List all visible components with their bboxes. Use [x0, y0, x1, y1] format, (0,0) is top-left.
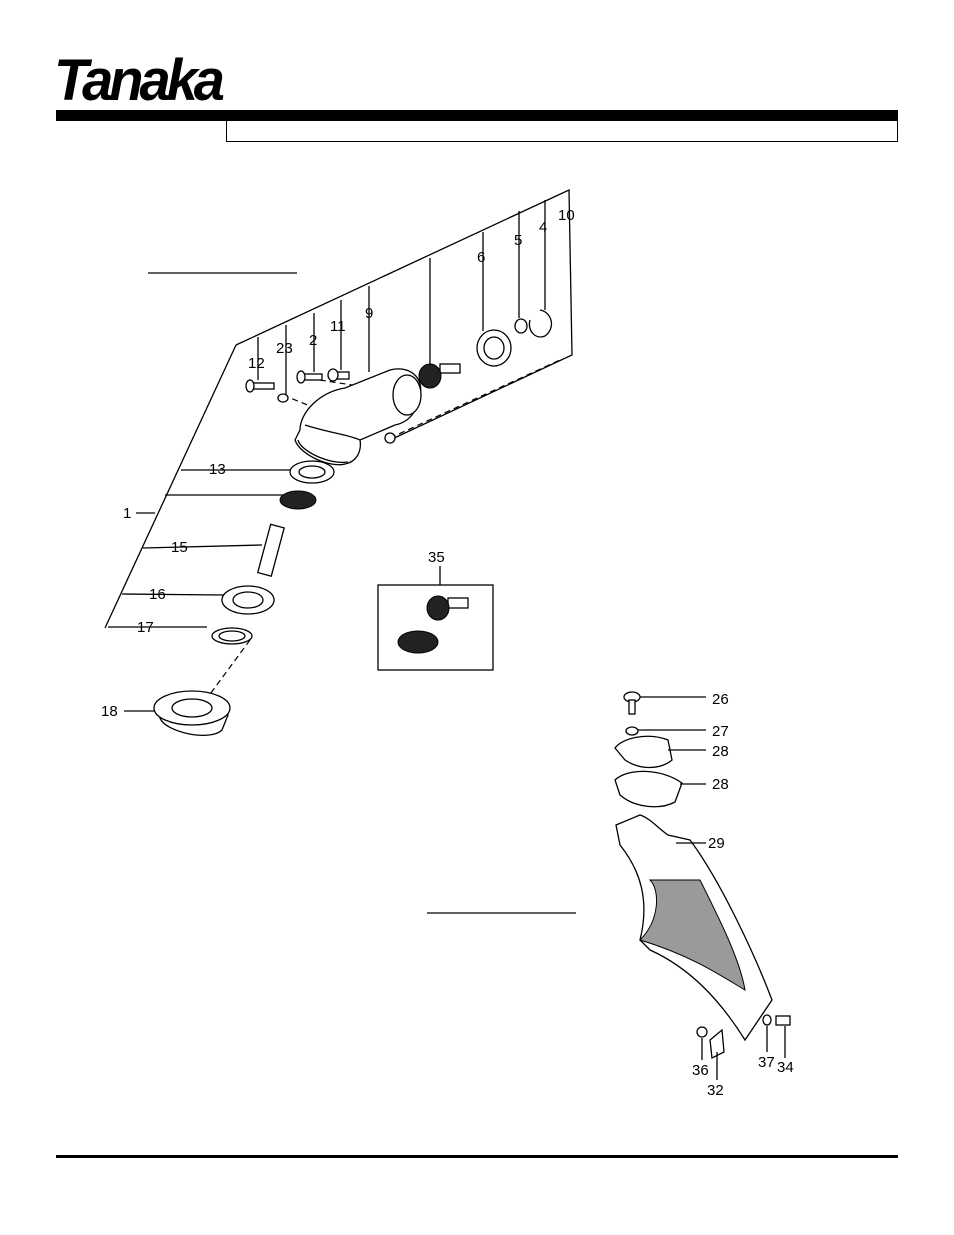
- registered-mark: ®: [200, 92, 207, 102]
- bearing-6: [476, 329, 512, 367]
- clamp-28-upper: [614, 735, 673, 769]
- callout-27: 27: [712, 723, 729, 740]
- bevel-gear: [279, 490, 317, 510]
- callout-17: 17: [137, 619, 154, 636]
- callout-23: 23: [276, 340, 293, 357]
- callout-36: 36: [692, 1062, 709, 1079]
- callout-29: 29: [708, 835, 725, 852]
- callout-35: 35: [428, 549, 445, 566]
- gear-case-housing: [294, 368, 422, 466]
- bolt-12: [245, 379, 275, 393]
- ring-5: [514, 318, 528, 334]
- bearing-13: [289, 460, 335, 484]
- callout-18: 18: [101, 703, 118, 720]
- callout-34: 34: [777, 1059, 794, 1076]
- leader-lines-top: [257, 200, 546, 395]
- title-box: [226, 121, 898, 142]
- tanaka-logo: Tanaka: [54, 46, 225, 113]
- callout-2: 2: [309, 332, 317, 349]
- washer-37: [762, 1014, 772, 1026]
- shield-29-shade: [639, 879, 746, 991]
- header-bar: [56, 110, 898, 121]
- callout-13: 13: [209, 461, 226, 478]
- bolt-34: [775, 1015, 791, 1026]
- leader-lines-left: [108, 469, 290, 712]
- bearing-16: [221, 585, 275, 615]
- callout-37: 37: [758, 1054, 775, 1071]
- callout-9: 9: [365, 305, 373, 322]
- gear-case-bracket: [104, 188, 573, 629]
- nut-36: [696, 1026, 708, 1038]
- screw-26: [623, 691, 641, 715]
- pinion-gear: [418, 363, 461, 389]
- callout-16: 16: [149, 586, 166, 603]
- bolt-11: [327, 368, 350, 382]
- callout-1: 1: [123, 505, 131, 522]
- clamp-28-lower: [614, 770, 683, 808]
- callout-5: 5: [514, 232, 522, 249]
- leader-lines-right: [638, 696, 786, 1080]
- gear-set-35: [397, 595, 469, 654]
- callout-28-upper: 28: [712, 743, 729, 760]
- footer-rule: [56, 1155, 898, 1158]
- callout-12: 12: [248, 355, 265, 372]
- blade-32: [709, 1028, 725, 1059]
- callout-10: 10: [558, 207, 575, 224]
- shaft-15: [256, 523, 285, 578]
- callout-4: 4: [539, 219, 547, 236]
- clip-17: [211, 627, 253, 645]
- callout-32: 32: [707, 1082, 724, 1099]
- circlip-4: [528, 309, 553, 338]
- callout-28-lower: 28: [712, 776, 729, 793]
- washer-23: [277, 393, 289, 403]
- callout-6: 6: [477, 249, 485, 266]
- washer-27: [625, 726, 639, 736]
- cup-18: [153, 690, 231, 736]
- callout-15: 15: [171, 539, 188, 556]
- callout-11: 11: [330, 318, 346, 335]
- callout-26: 26: [712, 691, 729, 708]
- inset-box-35: [377, 584, 494, 671]
- bolt-2: [296, 370, 323, 384]
